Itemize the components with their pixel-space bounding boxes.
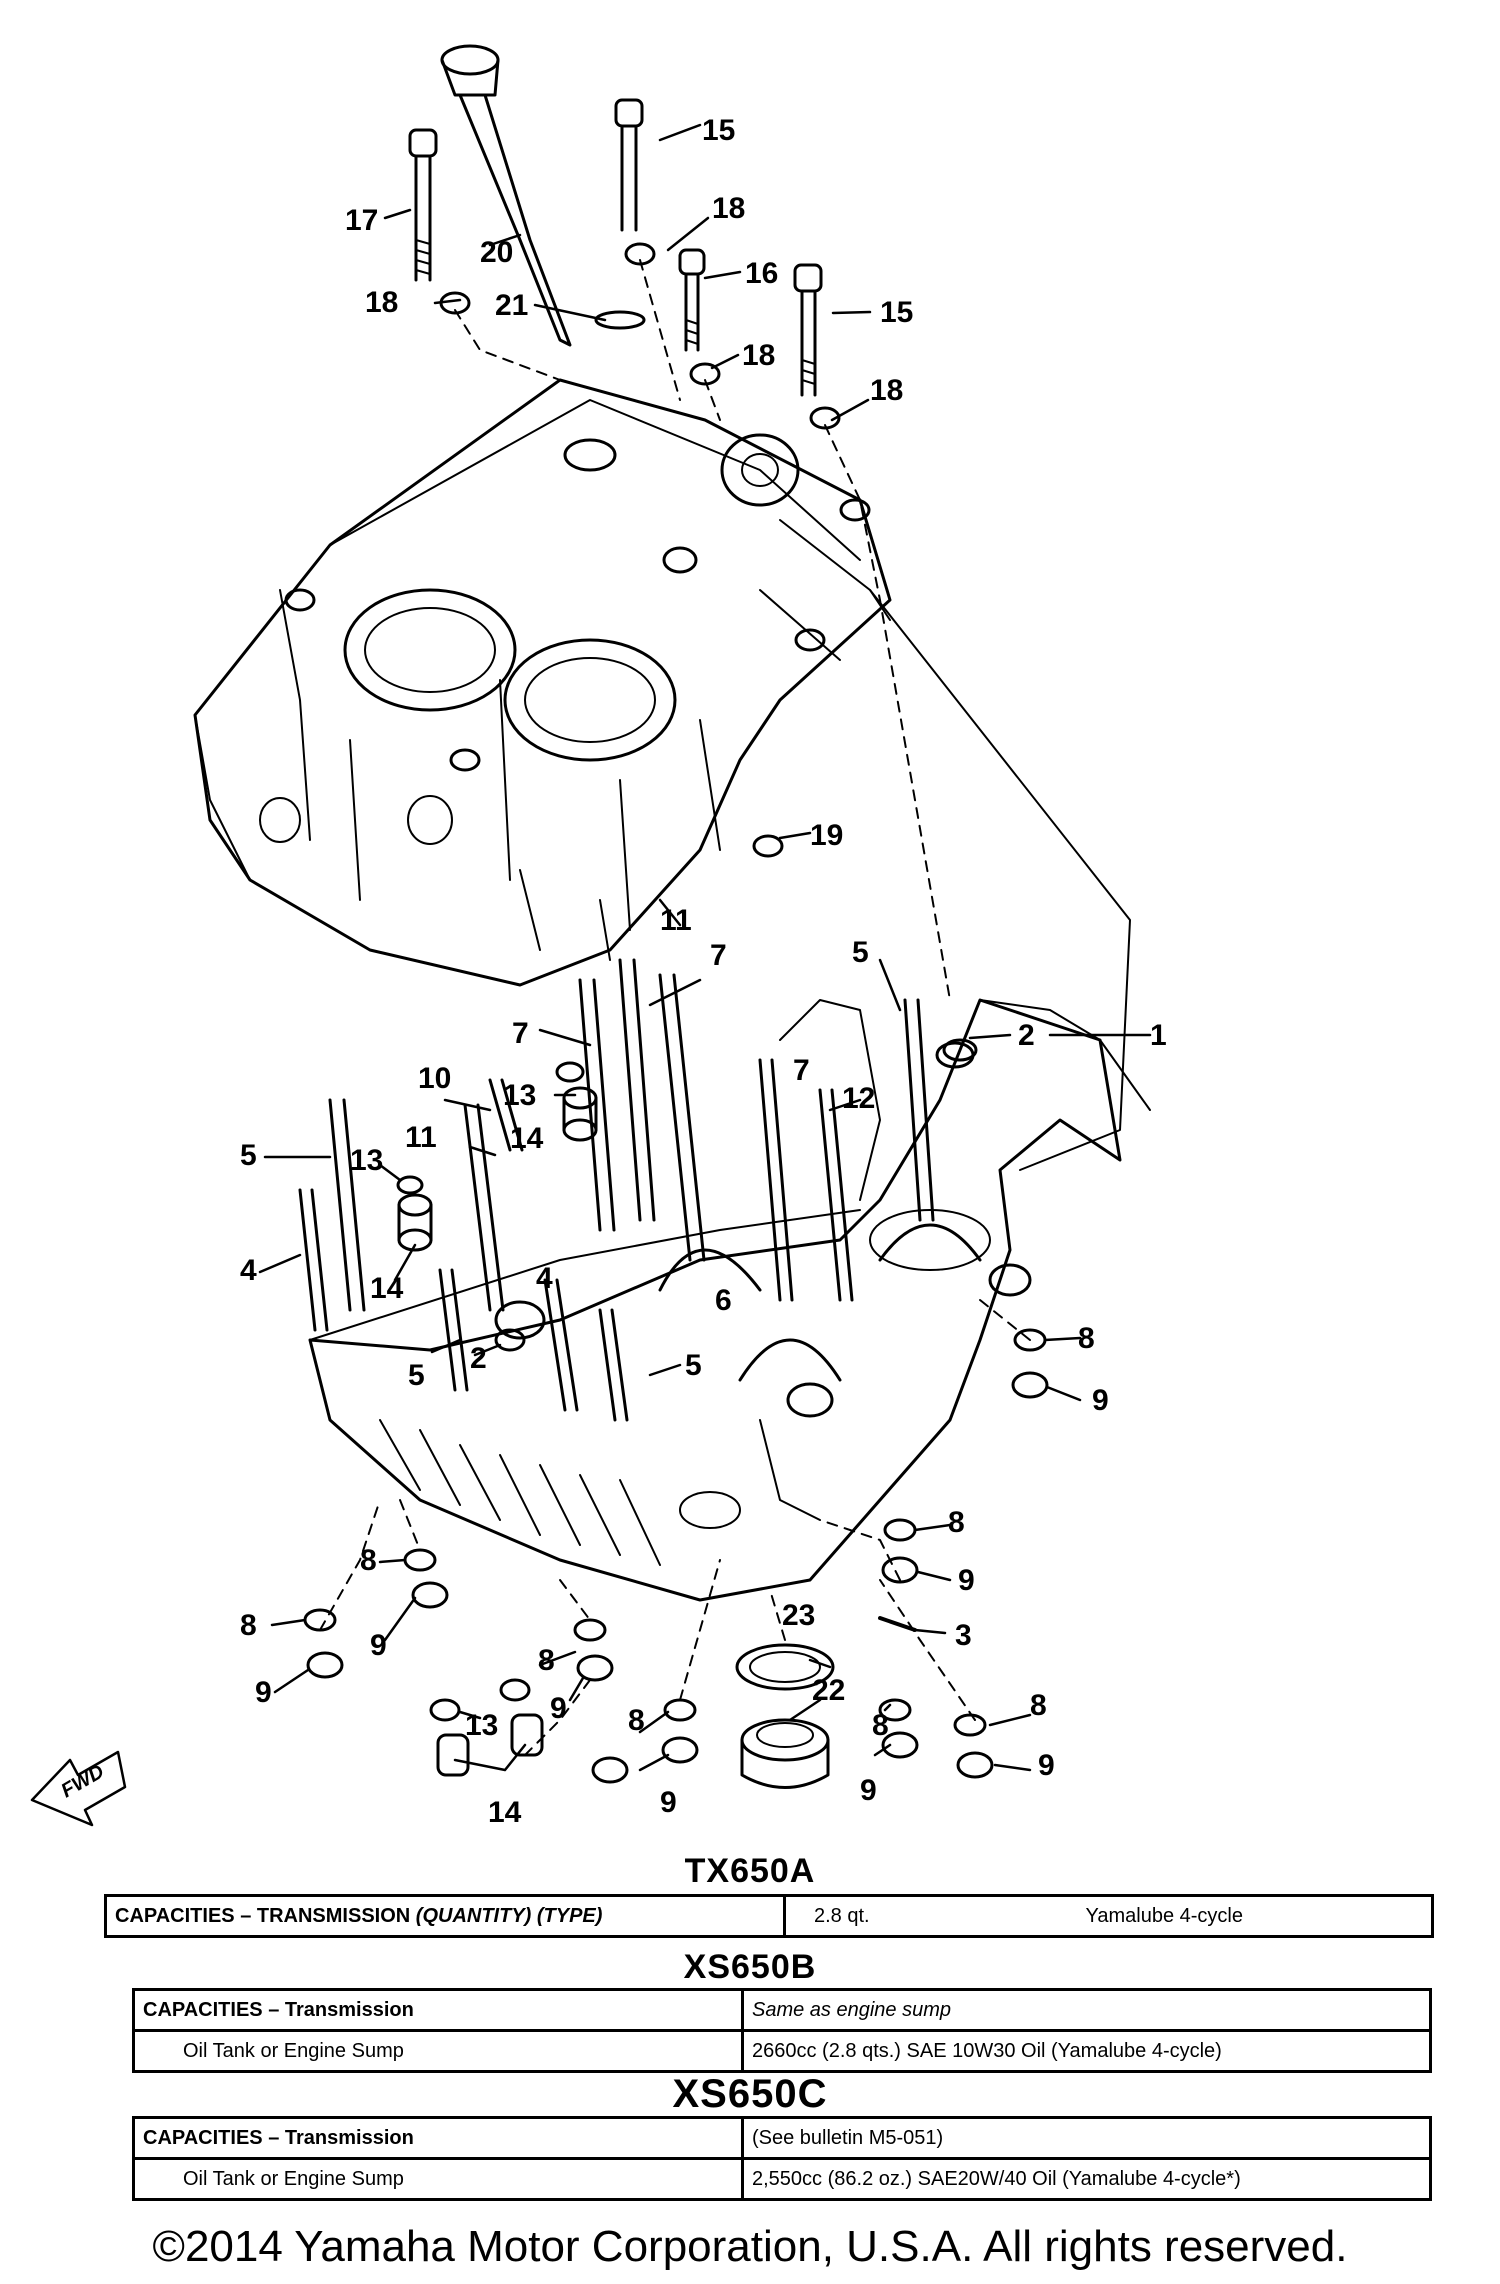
tx650a-label-italic: (QUANTITY) (TYPE) [415,1904,603,1927]
callout-9a: 9 [1092,1384,1109,1417]
callout-5a: 5 [240,1139,257,1172]
callout-14c: 14 [488,1796,522,1829]
callout-8b: 8 [948,1506,965,1539]
callout-18b: 18 [365,286,398,319]
callout-8h: 8 [1030,1689,1047,1722]
callout-11a: 11 [660,904,692,937]
leader-lines [258,123,1152,1772]
assembly-lines [319,259,1031,1761]
xs650b-row2-label: Oil Tank or Engine Sump [132,2029,744,2073]
tx650a-label: CAPACITIES – TRANSMISSION [115,1904,411,1927]
table-row: Oil Tank or Engine Sump 2,550cc (86.2 oz… [132,2157,1432,2201]
callout-14a: 14 [510,1122,544,1155]
callout-13c: 13 [465,1709,498,1742]
tx650a-qty: 2.8 qt. [814,1904,870,1927]
callout-9c: 9 [370,1629,387,1662]
callout-18c: 18 [742,339,775,372]
callout-6: 6 [715,1284,732,1317]
callout-13b: 13 [350,1144,383,1177]
table-row: CAPACITIES – TRANSMISSION (QUANTITY) (TY… [104,1894,1434,1938]
callout-16: 16 [745,257,778,290]
dipstick [440,44,646,347]
callout-21: 21 [495,289,528,322]
copyright-footer: ©2014 Yamaha Motor Corporation, U.S.A. A… [152,2222,1348,2271]
fwd-arrow-icon [30,1750,127,1827]
table-row: Oil Tank or Engine Sump 2660cc (2.8 qts.… [132,2029,1432,2073]
callout-15b: 15 [880,296,913,329]
upper-crankcase [193,378,892,987]
xs650c-row2-label: Oil Tank or Engine Sump [132,2157,744,2201]
callout-9e: 9 [550,1692,567,1725]
callout-23: 23 [782,1599,815,1632]
callout-17: 17 [345,204,378,237]
callout-8d: 8 [240,1609,257,1642]
callout-5c: 5 [408,1359,425,1392]
callout-4: 4 [240,1254,257,1287]
callout-19: 19 [810,819,843,852]
tx650a-value-cell: 2.8 qt. Yamalube 4-cycle [783,1894,1434,1938]
xs650b-title: XS650B [683,1948,817,1986]
callout-3: 3 [955,1619,972,1652]
xs650c-table: CAPACITIES – Transmission (See bulletin … [132,2116,1432,2201]
callout-12: 12 [842,1082,875,1115]
callout-7a: 7 [710,939,727,972]
callout-18a: 18 [712,192,745,225]
xs650c-row1-label: CAPACITIES – Transmission [132,2116,744,2160]
crankcase-exploded-diagram: FWD 1 2 2 3 4 4 5 5 5 5 6 7 7 7 8 8 8 8 … [30,44,1167,1829]
callout-8c: 8 [360,1544,377,1577]
callout-9g: 9 [860,1774,877,1807]
callout-11b: 11 [405,1121,437,1154]
callout-8a: 8 [1078,1322,1095,1355]
xs650b-row1-value: Same as engine sump [741,1988,1432,2032]
xs650b-table: CAPACITIES – Transmission Same as engine… [132,1988,1432,2073]
table-row: CAPACITIES – Transmission (See bulletin … [132,2116,1432,2160]
callout-18d: 18 [870,374,903,407]
tx650a-table: CAPACITIES – TRANSMISSION (QUANTITY) (TY… [104,1894,1434,1938]
callout-22: 22 [812,1674,845,1707]
callout-8g: 8 [872,1709,889,1742]
tx650a-title: TX650A [684,1852,816,1890]
xs650c-row1-value: (See bulletin M5-051) [741,2116,1432,2160]
callout-9f: 9 [660,1786,677,1819]
callout-7b: 7 [512,1017,529,1050]
upper-bolts [408,98,823,397]
nuts-and-washers [303,1328,1049,1784]
callout-9h: 9 [1038,1749,1055,1782]
callout-5b: 5 [852,936,869,969]
callout-5d: 5 [685,1349,702,1382]
xs650b-row2-value: 2660cc (2.8 qts.) SAE 10W30 Oil (Yamalub… [741,2029,1432,2073]
callout-1: 1 [1150,1019,1167,1052]
callout-numbers: 1 2 2 3 4 4 5 5 5 5 6 7 7 7 8 8 8 8 8 8 … [240,114,1167,1829]
xs650c-title: XS650C [672,2072,828,2116]
callout-2: 2 [1018,1019,1035,1052]
callout-9b: 9 [958,1564,975,1597]
xs650b-row1-label: CAPACITIES – Transmission [132,1988,744,2032]
tx650a-label-cell: CAPACITIES – TRANSMISSION (QUANTITY) (TY… [104,1894,786,1938]
callout-13a: 13 [503,1079,536,1112]
lower-crankcase [308,998,1151,1602]
callout-2b: 2 [470,1342,487,1375]
callout-14b: 14 [370,1272,404,1305]
lower-studs [298,958,935,1422]
callout-15a: 15 [702,114,735,147]
callout-8f: 8 [628,1704,645,1737]
callout-9d: 9 [255,1676,272,1709]
xs650c-row2-value: 2,550cc (86.2 oz.) SAE20W/40 Oil (Yamalu… [741,2157,1432,2201]
callout-7c: 7 [793,1054,810,1087]
table-row: CAPACITIES – Transmission Same as engine… [132,1988,1432,2032]
callout-20: 20 [480,236,513,269]
callout-8e: 8 [538,1644,555,1677]
callout-4b: 4 [536,1262,553,1295]
callout-10: 10 [418,1062,451,1095]
tx650a-type: Yamalube 4-cycle [1085,1904,1243,1927]
